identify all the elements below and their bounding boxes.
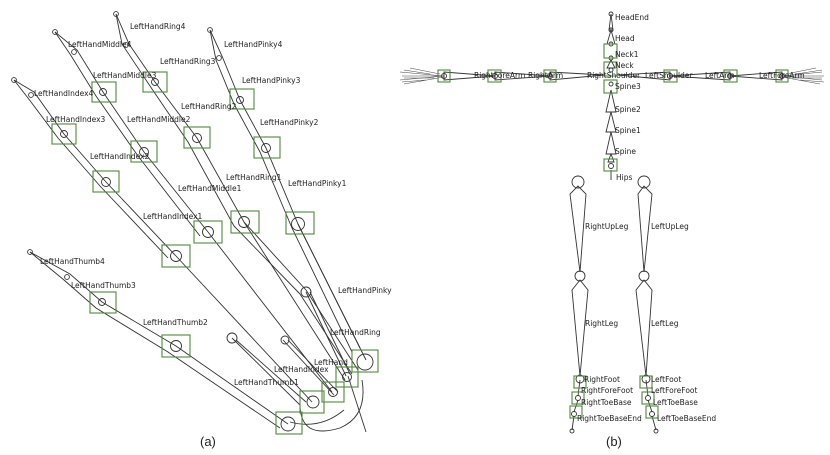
- label-lefthandpinky2: LeftHandPinky2: [260, 118, 319, 127]
- label-lefthandthumb1: LeftHandThumb1: [234, 378, 299, 387]
- label-leftleg: LeftLeg: [651, 319, 679, 328]
- label-spine3: Spine3: [615, 82, 641, 91]
- label-rightforearm: RightForeArm: [474, 71, 525, 80]
- label-lefthandindex3: LeftHandIndex3: [46, 115, 106, 124]
- panel-b-body-skeleton: HeadEnd Head Neck1 Neck RightForeArm Rig…: [399, 11, 825, 449]
- label-rightupleg: RightUpLeg: [585, 222, 629, 231]
- label-headend: HeadEnd: [615, 13, 649, 22]
- label-spine1: Spine1: [615, 126, 641, 135]
- label-lefthandmiddle2: LeftHandMiddle2: [127, 115, 191, 124]
- hand-joints: [11, 11, 374, 432]
- label-lefthandindex1: LeftHandIndex1: [143, 212, 203, 221]
- label-neck: Neck: [615, 61, 634, 70]
- label-rightleg: RightLeg: [585, 319, 618, 328]
- label-lefthandindex2: LeftHandIndex2: [90, 152, 150, 161]
- label-lefthandring4: LeftHandRing4: [130, 22, 186, 31]
- body-labels: HeadEnd Head Neck1 Neck RightForeArm Rig…: [474, 13, 805, 423]
- label-lefthandpinky4: LeftHandPinky4: [224, 40, 283, 49]
- label-spine: Spine: [615, 147, 636, 156]
- label-leftforearm: LeftForeArm: [759, 71, 805, 80]
- label-lefthandthumb2: LeftHandThumb2: [143, 318, 208, 327]
- middle-finger-bones: [54, 31, 209, 237]
- label-lefthandring2: LeftHandRing2: [181, 102, 237, 111]
- panel-a-hand-skeleton: LeftHandRing4 LeftHandMiddle4 LeftHandRi…: [11, 11, 392, 449]
- label-lefthandpinky3: LeftHandPinky3: [242, 76, 301, 85]
- caption-b: (b): [606, 434, 622, 449]
- label-spine2: Spine2: [615, 105, 641, 114]
- label-leftfoot: LeftFoot: [651, 375, 681, 384]
- thumb-bones: [29, 251, 289, 429]
- label-rightshoulder: RightShoulder: [587, 71, 641, 80]
- label-leftforefoot: LeftForeFoot: [651, 386, 698, 395]
- caption-a: (a): [200, 434, 216, 449]
- label-leftupleg: LeftUpLeg: [651, 222, 689, 231]
- label-lefthandmiddle3: LeftHandMiddle3: [93, 71, 157, 80]
- label-lefthandindex4: LeftHandIndex4: [34, 89, 94, 98]
- label-lefttoebaseend: LeftToeBaseEnd: [657, 414, 716, 423]
- label-lefthandpinky1: LeftHandPinky1: [288, 179, 347, 188]
- palm-bones: [175, 221, 367, 433]
- label-rightarm: RightArm: [528, 71, 563, 80]
- label-lefthandmiddle4: LeftHandMiddle4: [68, 40, 132, 49]
- label-lefthandpinky: LeftHandPinky: [338, 286, 392, 295]
- label-rightforefoot: RightForeFoot: [581, 386, 633, 395]
- label-head: Head: [615, 34, 635, 43]
- label-lefthandthumb4: LeftHandThumb4: [40, 257, 105, 266]
- label-lefttoebase: LeftToeBase: [653, 398, 698, 407]
- label-righttoebaseend: RightToeBaseEnd: [577, 414, 642, 423]
- label-leftarm: LeftArm: [705, 71, 735, 80]
- hand-joint-boxes: [51, 71, 379, 435]
- hand-meshes: [399, 67, 825, 85]
- label-hips: Hips: [616, 173, 632, 182]
- label-neck1: Neck1: [615, 50, 639, 59]
- label-leftshoulder: LeftShoulder: [645, 71, 693, 80]
- label-lefthandindex: LeftHandIndex: [274, 365, 329, 374]
- label-rightfoot: RightFoot: [584, 375, 620, 384]
- hand-labels: LeftHandRing4 LeftHandMiddle4 LeftHandRi…: [34, 22, 392, 387]
- label-lefthand: LeftHand: [314, 358, 348, 367]
- label-righttoebase: RightToeBase: [581, 398, 632, 407]
- index-finger-bones: [13, 79, 177, 259]
- label-lefthandmiddle1: LeftHandMiddle1: [178, 184, 242, 193]
- body-joint-boxes: [437, 43, 789, 419]
- label-lefthandthumb3: LeftHandThumb3: [71, 281, 136, 290]
- body-joints: [441, 11, 785, 434]
- label-lefthandring1: LeftHandRing1: [226, 173, 282, 182]
- label-lefthandring: LeftHandRing: [330, 328, 381, 337]
- label-lefthandring3: LeftHandRing3: [160, 57, 216, 66]
